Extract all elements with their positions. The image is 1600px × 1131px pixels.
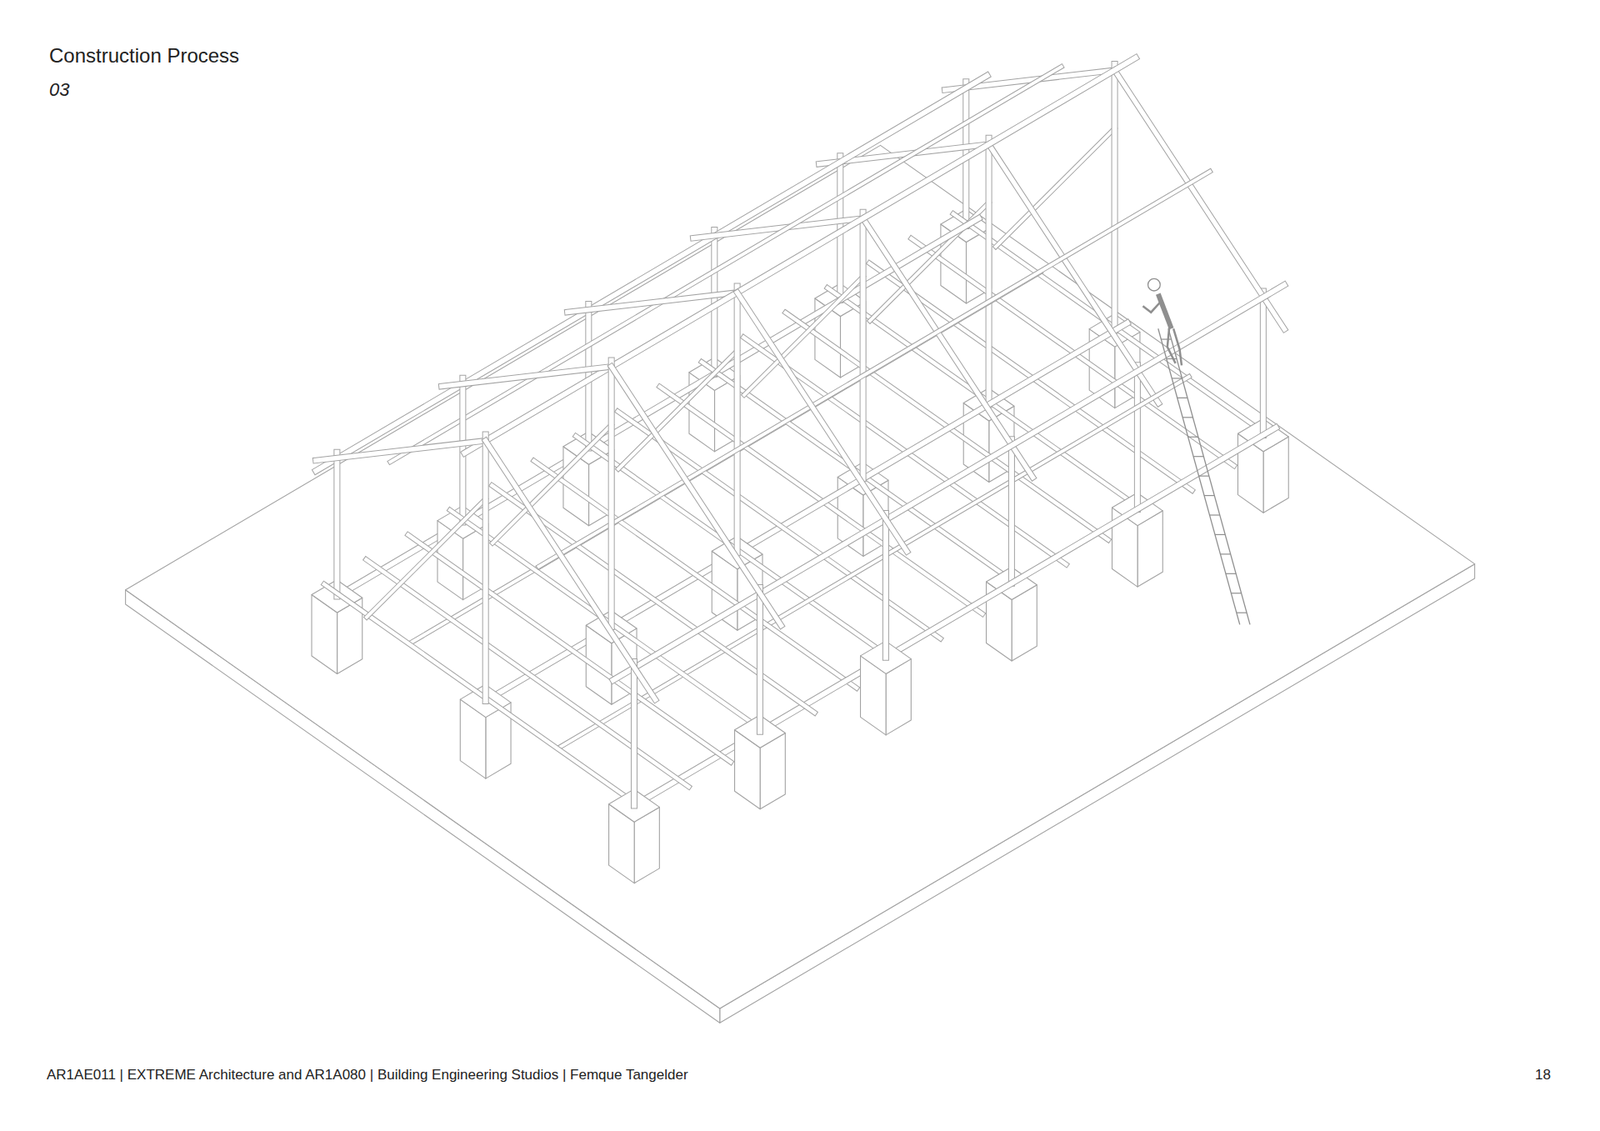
rafter xyxy=(315,440,486,461)
eave-beam xyxy=(315,75,987,471)
post xyxy=(860,212,867,480)
ladder-rung xyxy=(1193,455,1204,457)
post-fill xyxy=(735,286,740,554)
rafter xyxy=(737,292,908,552)
ladder-rung xyxy=(1182,416,1193,418)
ladder-rung xyxy=(1204,495,1215,496)
post-fill xyxy=(1260,290,1266,435)
purlin-fill xyxy=(539,171,1210,567)
rafter xyxy=(989,144,1160,404)
page-title: Construction Process xyxy=(49,44,240,68)
rafter xyxy=(441,366,612,387)
ladder-rung xyxy=(1199,475,1210,477)
rafter-fill xyxy=(441,366,612,387)
rafter-fill xyxy=(989,144,1160,404)
section-number: 03 xyxy=(49,79,70,101)
post xyxy=(734,286,741,554)
ladder-rail xyxy=(1168,328,1250,625)
ground-slab xyxy=(125,145,1475,1023)
page-number: 18 xyxy=(1535,1066,1551,1084)
post-fill xyxy=(609,360,615,627)
rafter-fill xyxy=(1115,70,1285,330)
post-fill xyxy=(1135,365,1140,510)
eave-beam-fill xyxy=(315,75,987,471)
worker-leg xyxy=(1173,328,1182,365)
post xyxy=(1260,290,1267,435)
ladder-rung xyxy=(1230,592,1241,594)
rafter-fill xyxy=(737,292,908,552)
post-fill xyxy=(883,513,889,658)
post-fill xyxy=(986,138,992,405)
rafter-fill xyxy=(863,218,1034,478)
rafter-fill xyxy=(315,440,486,461)
post xyxy=(985,138,993,405)
worker-arm xyxy=(1142,300,1161,312)
worker-body xyxy=(1158,294,1172,330)
post xyxy=(1134,365,1141,510)
ladder xyxy=(1158,328,1250,625)
rafter xyxy=(611,366,782,626)
post xyxy=(1008,439,1015,584)
ladder-rail xyxy=(1158,328,1240,625)
ladder-rung xyxy=(1220,553,1230,555)
post-fill xyxy=(860,212,866,480)
post xyxy=(1111,64,1119,331)
rafter xyxy=(485,440,656,700)
rafter xyxy=(863,218,1034,478)
ladder-rung xyxy=(1160,338,1171,340)
ladder-rung xyxy=(1236,612,1247,614)
eave-beam xyxy=(613,285,1285,680)
post xyxy=(630,661,638,806)
worker-head xyxy=(1148,278,1161,291)
post-fill xyxy=(483,434,489,701)
post xyxy=(756,587,764,732)
purlin xyxy=(390,66,1061,462)
post-fill xyxy=(757,587,763,732)
purlin-fill xyxy=(390,66,1061,462)
worker-figure xyxy=(1142,278,1182,365)
ladder-rung xyxy=(1166,358,1177,360)
ladder-rung xyxy=(1225,573,1236,575)
ladder-rung xyxy=(1171,377,1182,379)
post-fill xyxy=(1112,64,1118,331)
ladder-rung xyxy=(1177,397,1188,399)
eave-beam-fill xyxy=(613,285,1285,680)
rafter-fill xyxy=(611,366,782,626)
ladder-rung xyxy=(1188,436,1199,438)
purlin xyxy=(539,171,1210,567)
post xyxy=(882,513,890,658)
brace-fill xyxy=(366,499,486,618)
timber-frame xyxy=(311,57,1289,883)
ladder-rung xyxy=(1210,514,1220,515)
rafter xyxy=(1115,70,1285,330)
post-fill xyxy=(334,452,340,597)
post xyxy=(333,452,340,597)
rafter-fill xyxy=(485,440,656,700)
post-fill xyxy=(1009,439,1015,584)
footer-credit: AR1AE011 | EXTREME Architecture and AR1A… xyxy=(46,1066,689,1084)
post-fill xyxy=(631,661,637,806)
brace xyxy=(366,499,486,618)
post xyxy=(608,360,615,627)
slab-top xyxy=(125,145,1475,1009)
ladder-rung xyxy=(1215,534,1225,535)
post xyxy=(482,434,490,701)
